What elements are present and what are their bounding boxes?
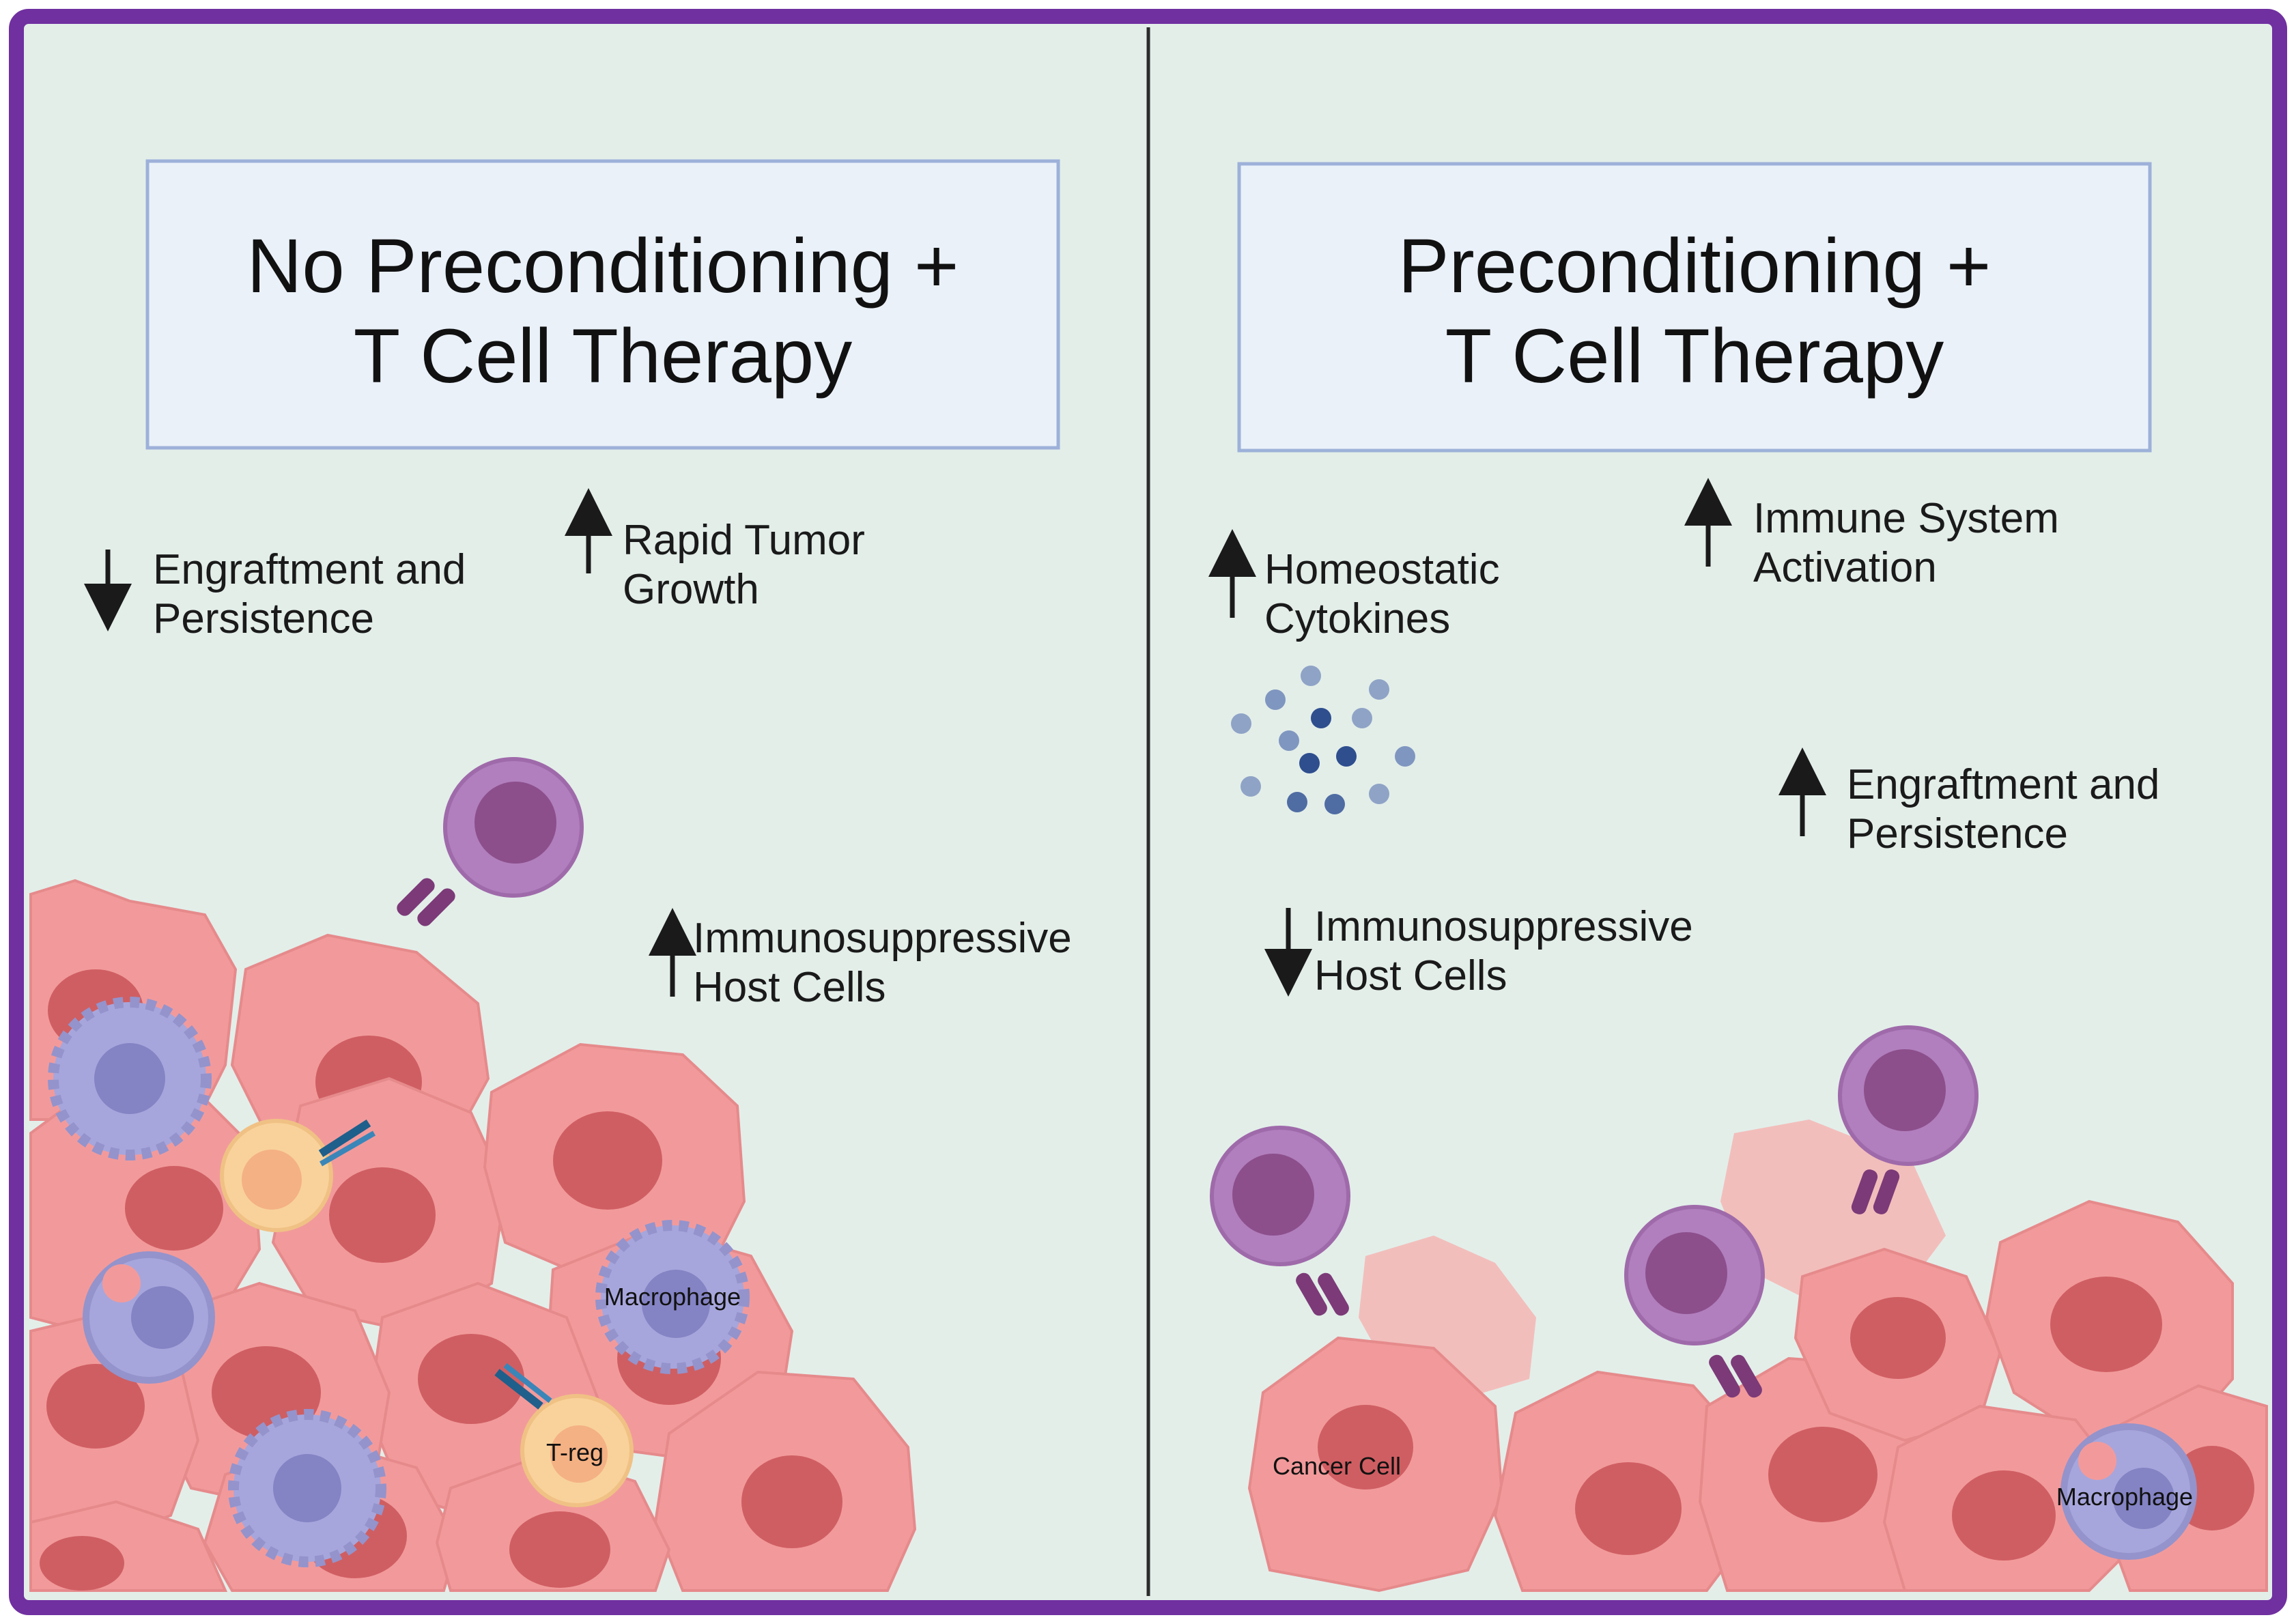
left-label-tumor-growth-line2: Growth	[623, 566, 759, 613]
cytokine-dot	[1369, 679, 1389, 700]
cytokine-dot	[1395, 746, 1415, 767]
macrophage: Macrophage	[2056, 1423, 2197, 1560]
cytokine-dot	[1311, 708, 1331, 728]
car-receptor-icon	[1709, 1354, 1762, 1398]
left-title-box	[145, 159, 1060, 450]
macrophage	[48, 997, 212, 1160]
tumor-cell	[653, 1370, 917, 1592]
car-receptor-icon	[397, 878, 455, 926]
macrophage-label: Macrophage	[2056, 1483, 2193, 1511]
right-title-line1: Preconditioning +	[1398, 223, 1992, 309]
tumor-cell	[1493, 1370, 1749, 1592]
cytokine-dot	[1265, 689, 1286, 710]
left-title-line2: T Cell Therapy	[354, 313, 852, 399]
treg-cell	[220, 1119, 375, 1232]
left-panel: No Preconditioning + T Cell Therapy Engr…	[29, 159, 1072, 1592]
right-label-immune-activation-line2: Activation	[1753, 544, 1937, 591]
car-receptor-icon	[1296, 1272, 1349, 1316]
left-label-engraftment-line2: Persistence	[153, 595, 374, 642]
treg-label: T-reg	[546, 1438, 604, 1466]
cytokine-dot	[1352, 708, 1372, 728]
left-label-tumor-growth: Rapid Tumor Growth	[565, 488, 865, 613]
cytokine-dot	[1324, 794, 1345, 814]
cytokine-dot	[1231, 713, 1251, 734]
t-cell	[397, 757, 584, 926]
tumor-cell	[1794, 1247, 2002, 1442]
left-label-engraftment: Engraftment and Persistence	[84, 546, 466, 642]
macrophage-label: Macrophage	[604, 1283, 741, 1311]
left-label-engraftment-line1: Engraftment and	[153, 546, 466, 593]
macrophage	[83, 1251, 215, 1384]
cytokine-dot	[1301, 666, 1321, 686]
right-title-line2: T Cell Therapy	[1445, 313, 1944, 399]
macrophage	[228, 1409, 386, 1567]
right-label-immune-activation: Immune System Activation	[1684, 478, 2059, 591]
t-cell	[1838, 1025, 1979, 1214]
right-label-immunosuppressive-line1: Immunosuppressive	[1314, 903, 1693, 950]
cytokine-cluster	[1231, 666, 1415, 814]
left-title-line1: No Preconditioning +	[247, 223, 959, 309]
t-cell	[1210, 1126, 1350, 1316]
receptor-icon	[494, 1363, 552, 1410]
left-label-immunosuppressive-line1: Immunosuppressive	[693, 915, 1072, 962]
car-receptor-icon	[1851, 1169, 1900, 1214]
t-cell	[1624, 1205, 1765, 1398]
cancer-cell-label: Cancer Cell	[1273, 1452, 1401, 1480]
right-label-cytokines: Homeostatic Cytokines	[1208, 529, 1500, 642]
cytokine-dot	[1241, 776, 1261, 797]
left-label-immunosuppressive: Immunosuppressive Host Cells	[649, 908, 1072, 1011]
receptor-icon	[318, 1119, 375, 1167]
tumor-cell	[1882, 1404, 2125, 1592]
cytokine-dot	[1299, 753, 1320, 773]
right-panel: Preconditioning + T Cell Therapy Homeost…	[1208, 162, 2268, 1593]
left-label-tumor-growth-line1: Rapid Tumor	[623, 517, 865, 564]
tumor-cell	[271, 1077, 507, 1333]
cytokine-dot	[1336, 746, 1357, 767]
right-label-engraftment: Engraftment and Persistence	[1778, 747, 2159, 857]
treg-cell: T-reg	[494, 1363, 634, 1507]
tumor-cell: Cancer Cell	[1247, 1336, 1504, 1593]
right-label-engraftment-line2: Persistence	[1847, 810, 2068, 857]
right-label-cytokines-line1: Homeostatic	[1264, 546, 1500, 593]
cytokine-dot	[1369, 784, 1389, 804]
cytokine-dot	[1279, 730, 1299, 751]
tumor-cell	[29, 1083, 261, 1340]
right-tumor-mass: Cancer Cell	[1247, 1199, 2268, 1593]
tumor-cell	[1985, 1199, 2234, 1442]
macrophage: Macrophage	[595, 1220, 750, 1374]
right-title-box	[1237, 162, 2152, 453]
tumor-cell	[29, 1500, 228, 1592]
right-label-immune-activation-line1: Immune System	[1753, 495, 2059, 542]
cytokine-dot	[1287, 792, 1307, 812]
right-label-engraftment-line1: Engraftment and	[1847, 761, 2159, 808]
left-label-immunosuppressive-line2: Host Cells	[693, 964, 886, 1011]
right-label-immunosuppressive: Immunosuppressive Host Cells	[1264, 903, 1693, 999]
right-label-cytokines-line2: Cytokines	[1264, 595, 1450, 642]
right-label-immunosuppressive-line2: Host Cells	[1314, 952, 1507, 999]
